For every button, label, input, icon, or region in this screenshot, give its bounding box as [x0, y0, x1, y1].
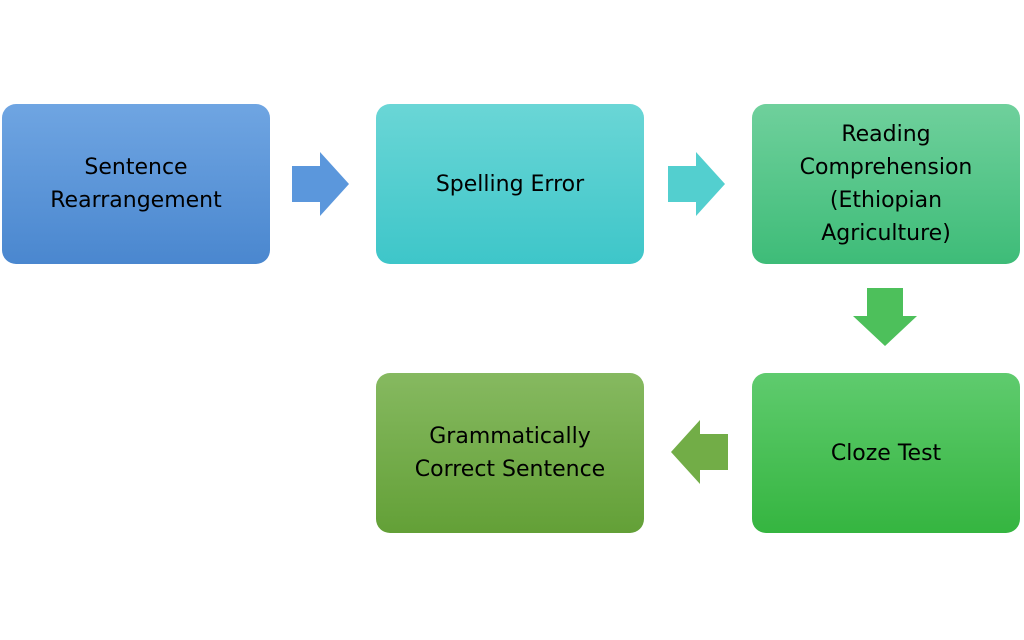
step-label: Spelling Error — [435, 171, 585, 197]
arrow-left-icon — [671, 420, 728, 484]
step-sentence-rearrangement: Sentence Rearrangement — [2, 104, 270, 264]
step-label: Cloze Test — [830, 440, 942, 466]
step-label: Reading Comprehension (Ethiopian Agricul… — [799, 122, 973, 246]
step-grammatically-correct-sentence: Grammatically Correct Sentence — [376, 373, 644, 533]
arrow-right-icon — [292, 152, 349, 216]
arrow-down-icon — [853, 288, 917, 346]
step-reading-comprehension: Reading Comprehension (Ethiopian Agricul… — [752, 104, 1020, 264]
step-label: Sentence Rearrangement — [50, 155, 222, 213]
step-cloze-test: Cloze Test — [752, 373, 1020, 533]
step-label: Grammatically Correct Sentence — [414, 424, 606, 482]
step-spelling-error: Spelling Error — [376, 104, 644, 264]
arrow-right-icon — [668, 152, 725, 216]
